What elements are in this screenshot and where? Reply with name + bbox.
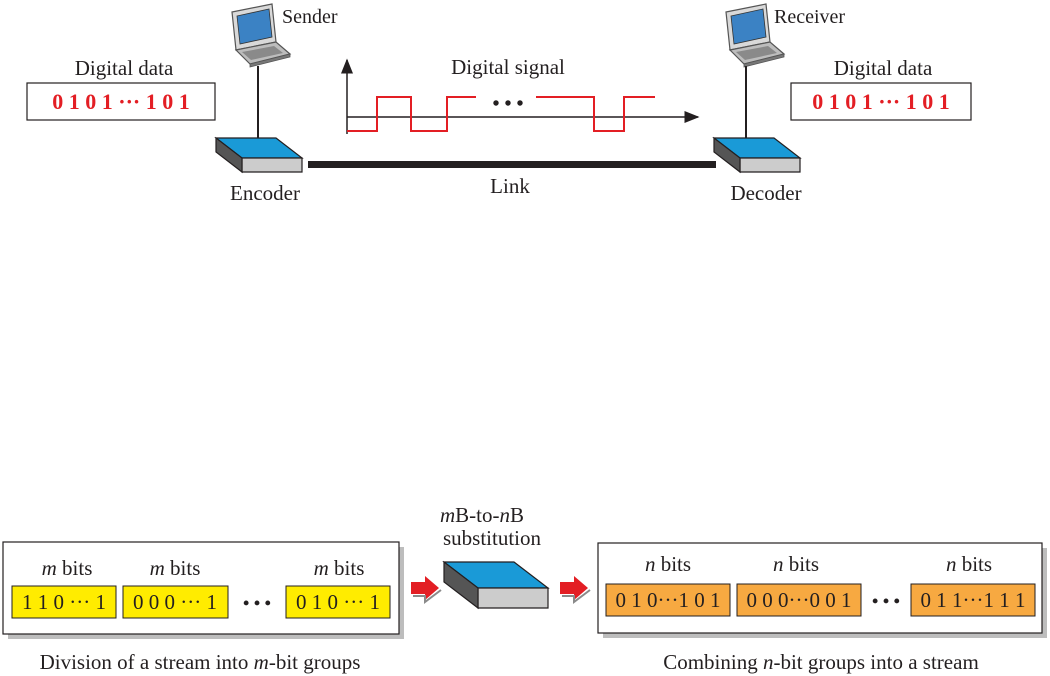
signal-dots: • • • [492, 93, 523, 115]
right-group-1-text: 0 1 0···1 0 1 [616, 588, 721, 612]
right-group-dots: • • • [872, 591, 900, 611]
link-line [308, 161, 716, 168]
left-group-2 [122, 585, 229, 619]
right-header-1: n bits [645, 552, 691, 576]
right-group-2-text: 0 0 0···0 0 1 [747, 588, 852, 612]
left-group-1-text: 1 1 0 ··· 1 [22, 590, 106, 614]
right-header-2: n bits [773, 552, 819, 576]
right-group-1 [605, 583, 731, 617]
right-data-title: Digital data [834, 56, 933, 80]
right-arrow-icon [410, 575, 442, 603]
right-arrow-icon [559, 575, 591, 603]
left-group-2-text: 0 0 0 ··· 1 [133, 590, 217, 614]
left-header-2: m bits [150, 556, 201, 580]
right-caption: Combining n-bit groups into a stream [663, 650, 979, 674]
left-header-3: m bits [314, 556, 365, 580]
right-header-3: n bits [946, 552, 992, 576]
substitution-device-icon [443, 561, 549, 609]
right-data-box [790, 82, 972, 121]
signal-waveform-left [347, 96, 476, 132]
right-group-3-text: 0 1 1···1 1 1 [921, 588, 1026, 612]
encoder-label: Encoder [230, 181, 300, 205]
right-group-2 [736, 583, 862, 617]
decoder-label: Decoder [730, 181, 801, 205]
right-group-3 [910, 583, 1036, 617]
left-group-1 [11, 585, 117, 619]
left-data-bits: 0 1 0 1 ··· 1 0 1 [52, 89, 190, 114]
sender-label: Sender [282, 6, 338, 28]
link-label: Link [490, 174, 530, 198]
encoder-device-icon [215, 137, 303, 173]
decoder-device-icon [713, 137, 801, 173]
signal-waveform-right [536, 96, 655, 132]
substitution-line1: mB-to-nB [440, 503, 524, 527]
left-caption: Division of a stream into m-bit groups [40, 650, 361, 674]
signal-title: Digital signal [451, 55, 565, 79]
left-header-1: m bits [42, 556, 93, 580]
right-data-bits: 0 1 0 1 ··· 1 0 1 [812, 89, 950, 114]
receiver-label: Receiver [774, 6, 845, 28]
substitution-line2: substitution [443, 526, 542, 550]
left-data-title: Digital data [75, 56, 174, 80]
left-group-3 [285, 585, 391, 619]
left-group-dots: • • • [243, 593, 271, 613]
left-group-3-text: 0 1 0 ··· 1 [296, 590, 380, 614]
left-data-box [26, 82, 216, 121]
